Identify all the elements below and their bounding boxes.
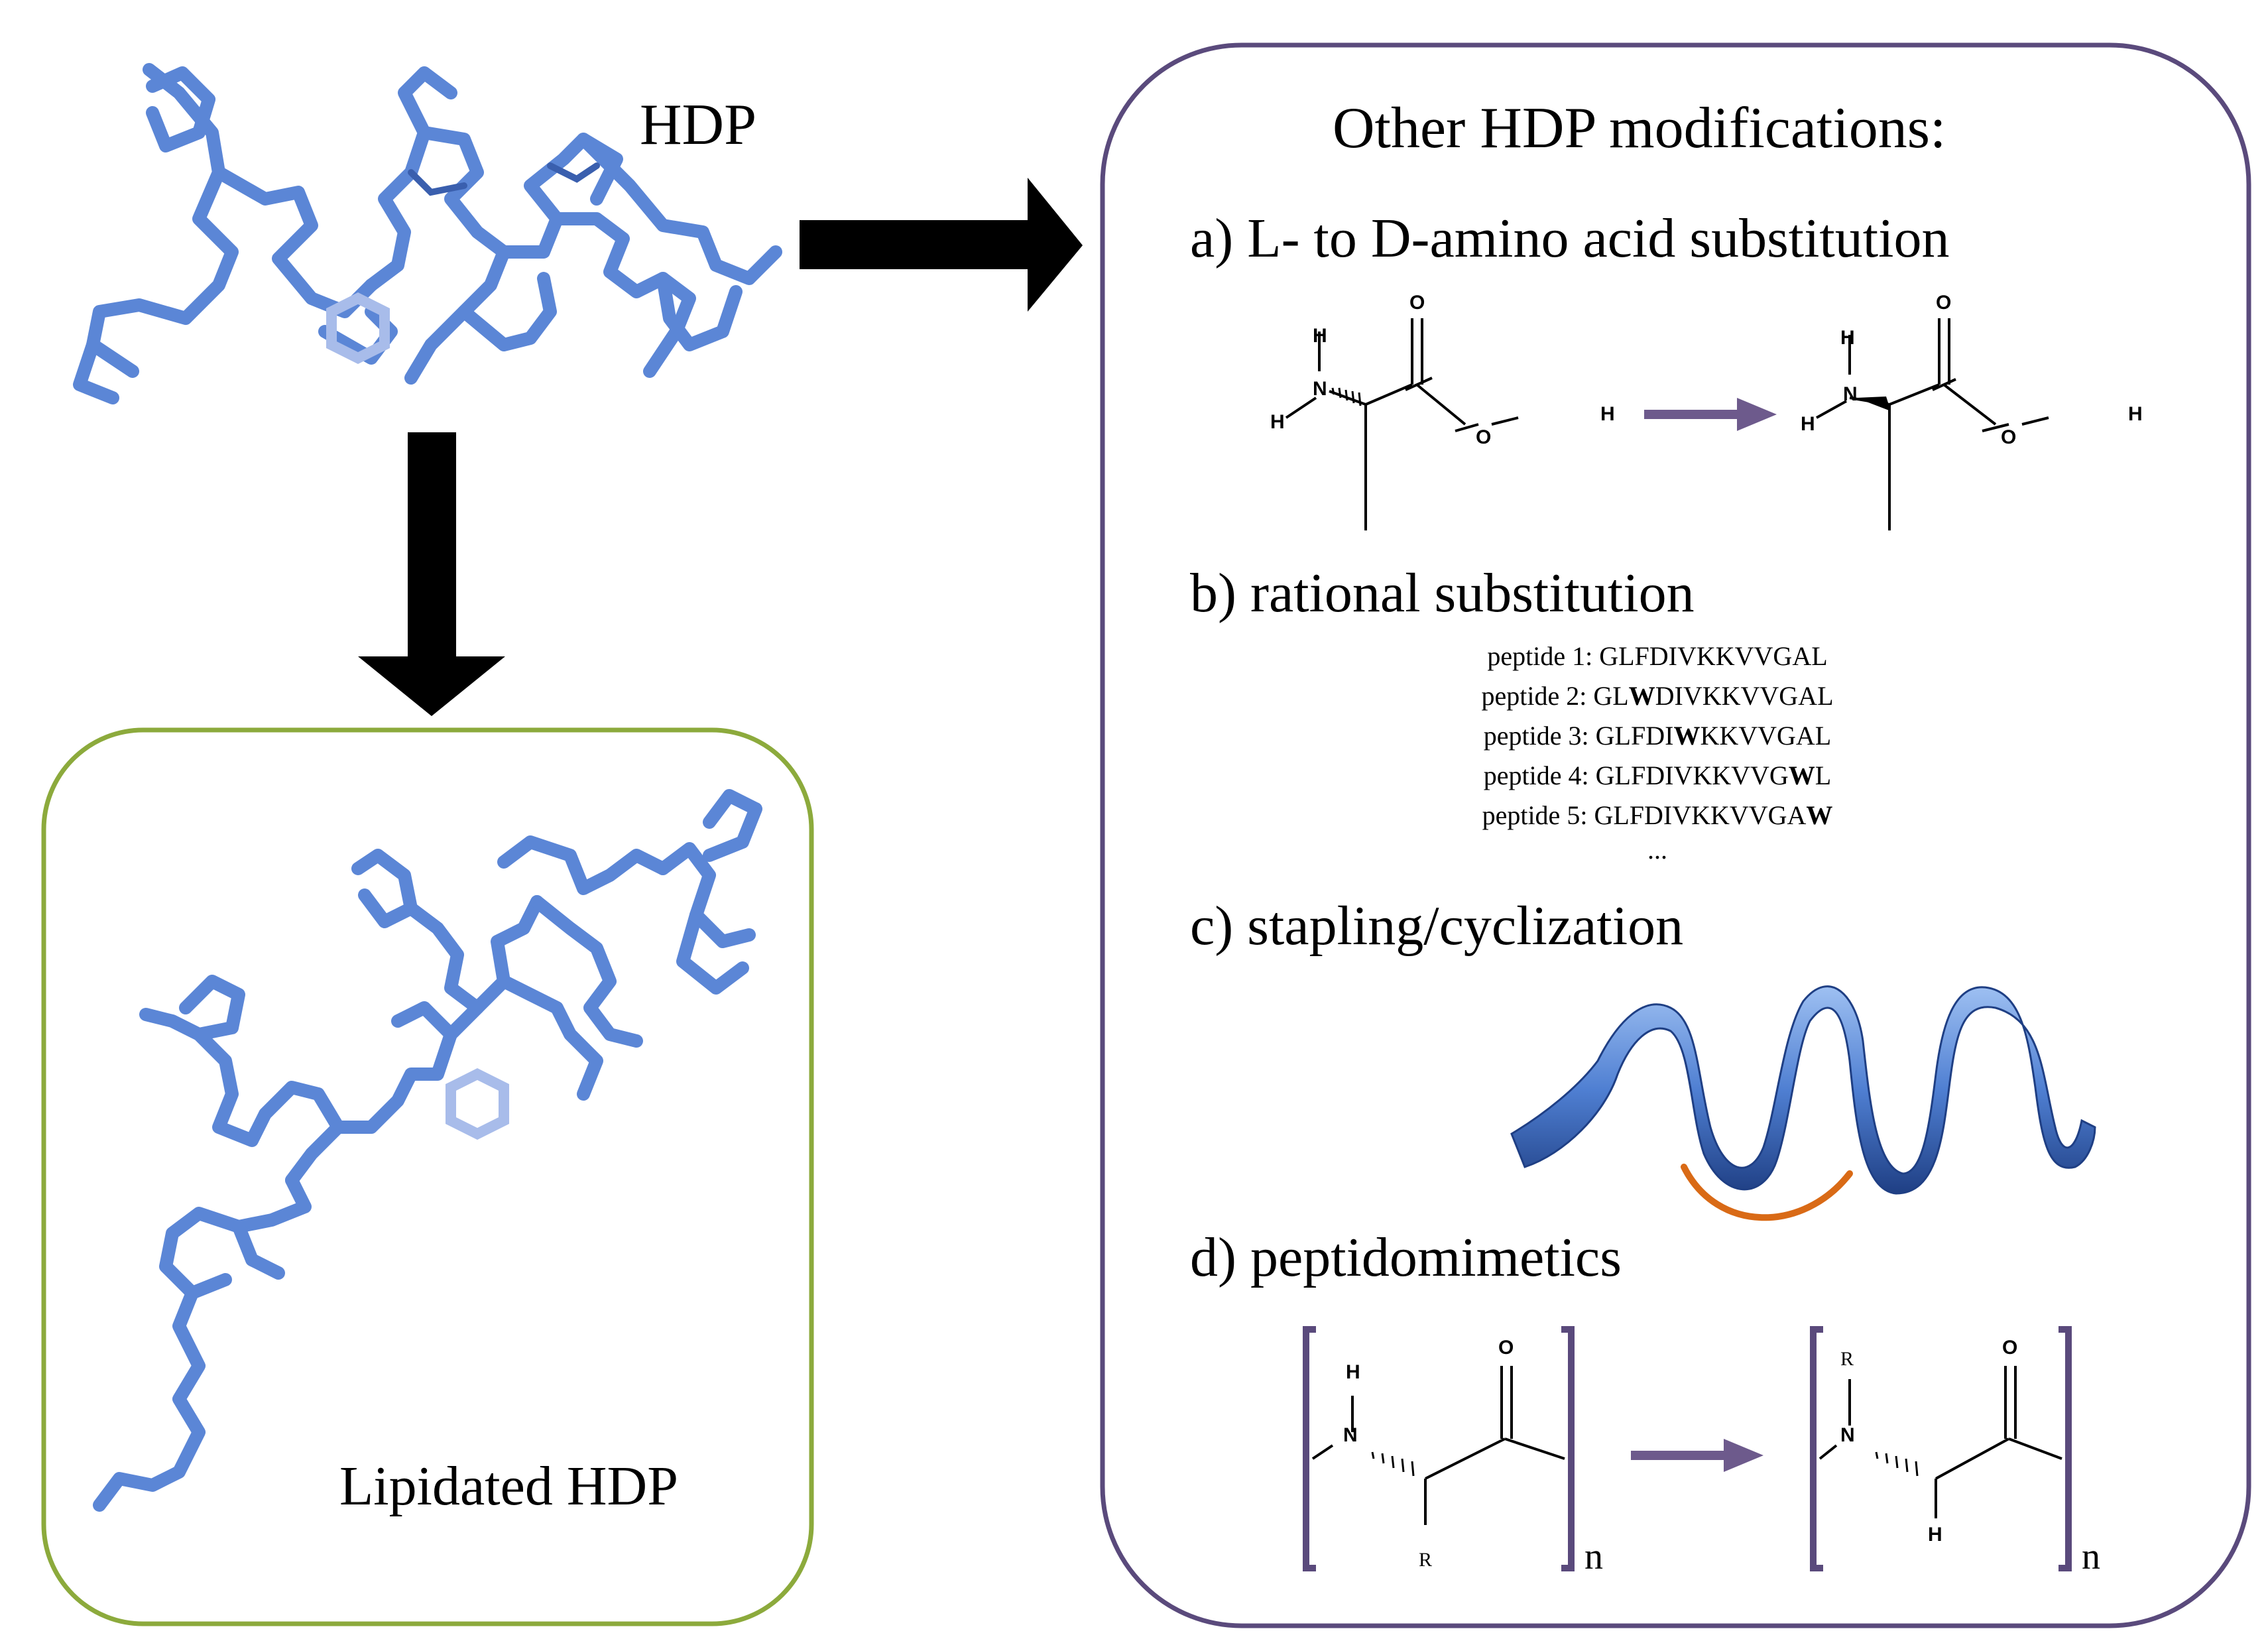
section-b-heading: b) rational substitution: [1190, 562, 1695, 624]
section-c-heading: c) stapling/cyclization: [1190, 895, 1684, 957]
atom-label: H: [1313, 325, 1327, 347]
lipidated-ring-faded: [446, 1068, 509, 1140]
right-arrow: [800, 178, 1083, 312]
helix-ribbon: [1510, 985, 2096, 1195]
atom-label: N: [1313, 378, 1327, 400]
atom-label: H: [1600, 403, 1615, 425]
peptide-backbone-left: [1303, 1326, 1575, 1571]
atom-label: N: [1843, 383, 1858, 405]
atom-label: H: [1270, 411, 1285, 433]
atom-label: N: [1343, 1424, 1358, 1446]
modifications-panel-title: Other HDP modifications:: [1333, 96, 1946, 160]
atom-label: R: [1419, 1549, 1433, 1571]
hdp-label: HDP: [640, 93, 757, 157]
peptide-row-3: peptide 3: GLFDIWKKVVGAL: [1483, 721, 1832, 751]
atom-label: O: [1409, 292, 1425, 314]
atom-label: R: [1840, 1348, 1854, 1370]
peptide-row-4: peptide 4: GLFDIVKKVVGWL: [1483, 761, 1832, 790]
staple-link: [1681, 1164, 1853, 1221]
repeat-subscript: n: [1584, 1536, 1603, 1577]
atom-label: O: [1476, 426, 1492, 448]
d-amino-wedge: [1856, 396, 1891, 411]
atom-label: H: [1801, 413, 1815, 435]
reaction-arrow-a: [1644, 398, 1777, 431]
l-amino-hash: [1331, 387, 1362, 406]
down-arrow: [358, 432, 505, 716]
l-amino-acid-structure: [1285, 318, 1519, 530]
lipidated-molecule: [93, 789, 762, 1512]
lipidated-hdp-label: Lipidated HDP: [339, 1455, 678, 1517]
atom-label: O: [2001, 426, 2017, 448]
atom-label: H: [1840, 327, 1855, 349]
hdp-molecule-shadow: [408, 162, 600, 196]
atom-label: O: [1936, 292, 1952, 314]
atom-label: O: [1498, 1337, 1514, 1359]
modifications-panel-frame: [1100, 42, 2251, 1628]
peptide-row-2: peptide 2: GLWDIVKKVVGAL: [1481, 681, 1834, 711]
atom-label: H: [1346, 1361, 1360, 1383]
peptide-ellipsis: ...: [1647, 835, 1667, 865]
peptide-row-5: peptide 5: GLFDIVKKVVGAW: [1482, 800, 1833, 830]
atom-label: N: [1840, 1424, 1855, 1446]
section-a-heading: a) L- to D-amino acid substitution: [1190, 208, 1950, 269]
reaction-arrow-d: [1631, 1439, 1763, 1472]
peptide-hash-right: [1875, 1451, 1919, 1477]
atom-label: H: [2128, 403, 2143, 425]
peptide-row-1: peptide 1: GLFDIVKKVVGAL: [1487, 641, 1828, 671]
section-d-heading: d) peptidomimetics: [1190, 1227, 1622, 1288]
atom-label: H: [1928, 1524, 1942, 1546]
peptoid-backbone-right: [1810, 1326, 2072, 1571]
atom-label: O: [2002, 1337, 2018, 1359]
repeat-subscript: n: [2082, 1536, 2100, 1577]
peptide-hash-left: [1371, 1451, 1415, 1477]
lipidated-panel-frame: [41, 727, 814, 1626]
d-amino-acid-structure: [1816, 318, 2049, 530]
hdp-ring-faded: [326, 292, 390, 364]
